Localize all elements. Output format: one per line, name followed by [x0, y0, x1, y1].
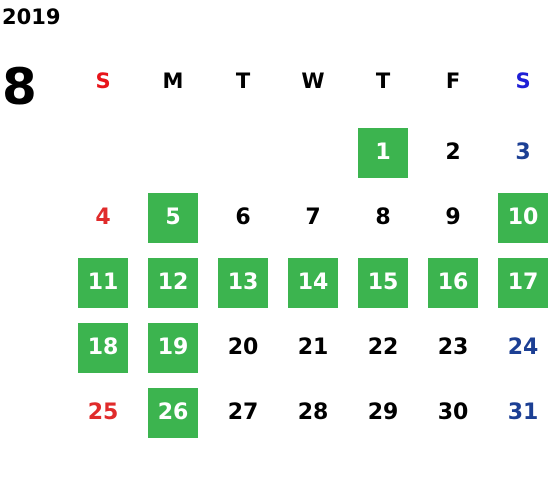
day-number: 9: [445, 205, 461, 230]
empty-day-cell: [278, 120, 348, 185]
empty-day-cell: [68, 120, 138, 185]
day-cell[interactable]: 14: [278, 250, 348, 315]
day-cell[interactable]: 13: [208, 250, 278, 315]
day-cell[interactable]: 25: [68, 380, 138, 445]
day-cell[interactable]: 11: [68, 250, 138, 315]
day-cell[interactable]: 4: [68, 185, 138, 250]
day-number: 2: [445, 140, 461, 165]
day-number: 20: [227, 335, 259, 360]
day-number: 4: [95, 205, 111, 230]
day-number-highlighted: 16: [428, 257, 478, 308]
weekday-monday: M: [162, 69, 184, 93]
empty-day-cell: [138, 120, 208, 185]
day-number: 28: [297, 400, 329, 425]
day-cell[interactable]: 29: [348, 380, 418, 445]
day-cell[interactable]: 21: [278, 315, 348, 380]
day-cell[interactable]: 18: [68, 315, 138, 380]
year-label: 2019: [2, 5, 61, 29]
day-cell[interactable]: 20: [208, 315, 278, 380]
day-number-highlighted: 5: [148, 192, 198, 243]
day-number: 8: [375, 205, 391, 230]
day-number-highlighted: 11: [78, 257, 128, 308]
weekday-wednesday: W: [301, 69, 325, 93]
weekday-sunday: S: [95, 69, 111, 93]
day-number-highlighted: 12: [148, 257, 198, 308]
day-cell[interactable]: 24: [488, 315, 548, 380]
day-cell[interactable]: 17: [488, 250, 548, 315]
day-cell[interactable]: 22: [348, 315, 418, 380]
day-cell[interactable]: 30: [418, 380, 488, 445]
day-cell[interactable]: 16: [418, 250, 488, 315]
weekday-saturday: S: [515, 69, 531, 93]
day-number-highlighted: 1: [358, 127, 408, 178]
day-number: 7: [305, 205, 321, 230]
day-number-highlighted: 26: [148, 387, 198, 438]
day-cell[interactable]: 26: [138, 380, 208, 445]
day-number: 23: [437, 335, 469, 360]
day-cell[interactable]: 10: [488, 185, 548, 250]
day-number: 27: [227, 400, 259, 425]
day-cell[interactable]: 15: [348, 250, 418, 315]
day-cell[interactable]: 2: [418, 120, 488, 185]
weekday-tuesday: T: [235, 69, 251, 93]
day-cell[interactable]: 3: [488, 120, 548, 185]
day-number: 30: [437, 400, 469, 425]
day-cell[interactable]: 31: [488, 380, 548, 445]
day-number: 3: [515, 140, 531, 165]
weekday-friday: F: [445, 69, 461, 93]
day-number: 6: [235, 205, 251, 230]
empty-day-cell: [208, 120, 278, 185]
day-cell[interactable]: 27: [208, 380, 278, 445]
day-number: 25: [87, 400, 119, 425]
month-label: 8: [2, 58, 37, 116]
day-cell[interactable]: 7: [278, 185, 348, 250]
day-cell[interactable]: 5: [138, 185, 208, 250]
day-number-highlighted: 14: [288, 257, 338, 308]
day-number-highlighted: 19: [148, 322, 198, 373]
day-cell[interactable]: 12: [138, 250, 208, 315]
day-number-highlighted: 17: [498, 257, 548, 308]
day-cell[interactable]: 1: [348, 120, 418, 185]
weekday-thursday: T: [375, 69, 391, 93]
day-cell[interactable]: 9: [418, 185, 488, 250]
day-cell[interactable]: 19: [138, 315, 208, 380]
day-cell[interactable]: 8: [348, 185, 418, 250]
day-number-highlighted: 15: [358, 257, 408, 308]
day-cell[interactable]: 28: [278, 380, 348, 445]
day-cell[interactable]: 6: [208, 185, 278, 250]
weekday-header: S M T W T F S: [68, 62, 548, 100]
day-number: 31: [507, 400, 539, 425]
day-number: 21: [297, 335, 329, 360]
day-number-highlighted: 13: [218, 257, 268, 308]
day-number: 29: [367, 400, 399, 425]
day-number-highlighted: 10: [498, 192, 548, 243]
day-number-highlighted: 18: [78, 322, 128, 373]
day-number: 22: [367, 335, 399, 360]
day-cell[interactable]: 23: [418, 315, 488, 380]
day-number: 24: [507, 335, 539, 360]
